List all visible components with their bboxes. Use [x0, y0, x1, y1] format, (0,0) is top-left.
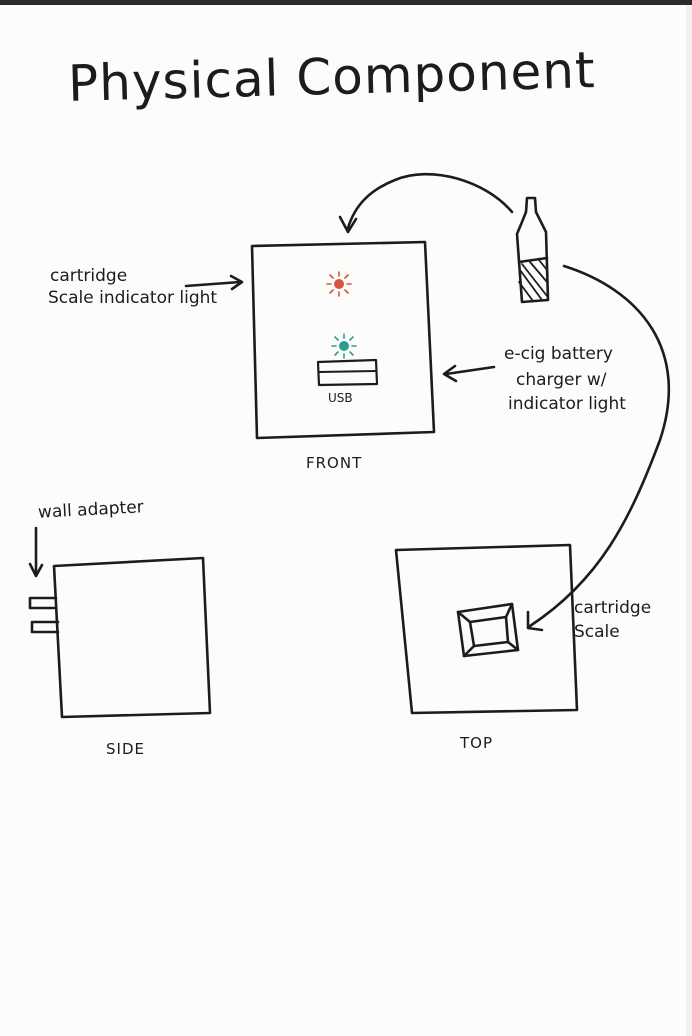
page-title: Physical Component: [67, 41, 597, 113]
front-box: [250, 240, 436, 440]
usb-slot: [316, 358, 379, 387]
arrow-indicator-light: [184, 274, 244, 291]
arrow-wall-adapter: [28, 526, 44, 578]
label-cartridge-scale-indicator-2: Scale indicator light: [48, 288, 218, 308]
arrow-ecig-charger: [442, 364, 496, 383]
side-box: [52, 556, 212, 719]
curved-arrow-to-front: [338, 172, 514, 234]
wall-adapter-prongs: [28, 596, 60, 634]
label-top: TOP: [460, 734, 494, 752]
label-front: FRONT: [306, 454, 363, 472]
label-cartridge-scale-1: cartridge: [574, 598, 652, 618]
label-cartridge-scale-indicator-1: cartridge: [50, 266, 128, 286]
label-cartridge-scale-2: Scale: [574, 622, 620, 642]
ecig-cartridge-icon: [515, 196, 550, 304]
label-ecig-charger-1: e-cig battery: [504, 344, 613, 364]
curved-arrow-to-scale: [526, 264, 671, 632]
paper-edge: [686, 5, 692, 1036]
teal-indicator-light-icon: [331, 333, 357, 359]
window-top-bar: [0, 0, 692, 5]
label-ecig-charger-2: charger w/: [516, 370, 607, 390]
label-side: SIDE: [106, 740, 145, 758]
cartridge-scale-well: [456, 602, 520, 658]
label-ecig-charger-3: indicator light: [508, 394, 626, 414]
red-indicator-light-icon: [326, 271, 352, 297]
top-box: [394, 543, 579, 715]
label-usb: USB: [328, 391, 353, 405]
